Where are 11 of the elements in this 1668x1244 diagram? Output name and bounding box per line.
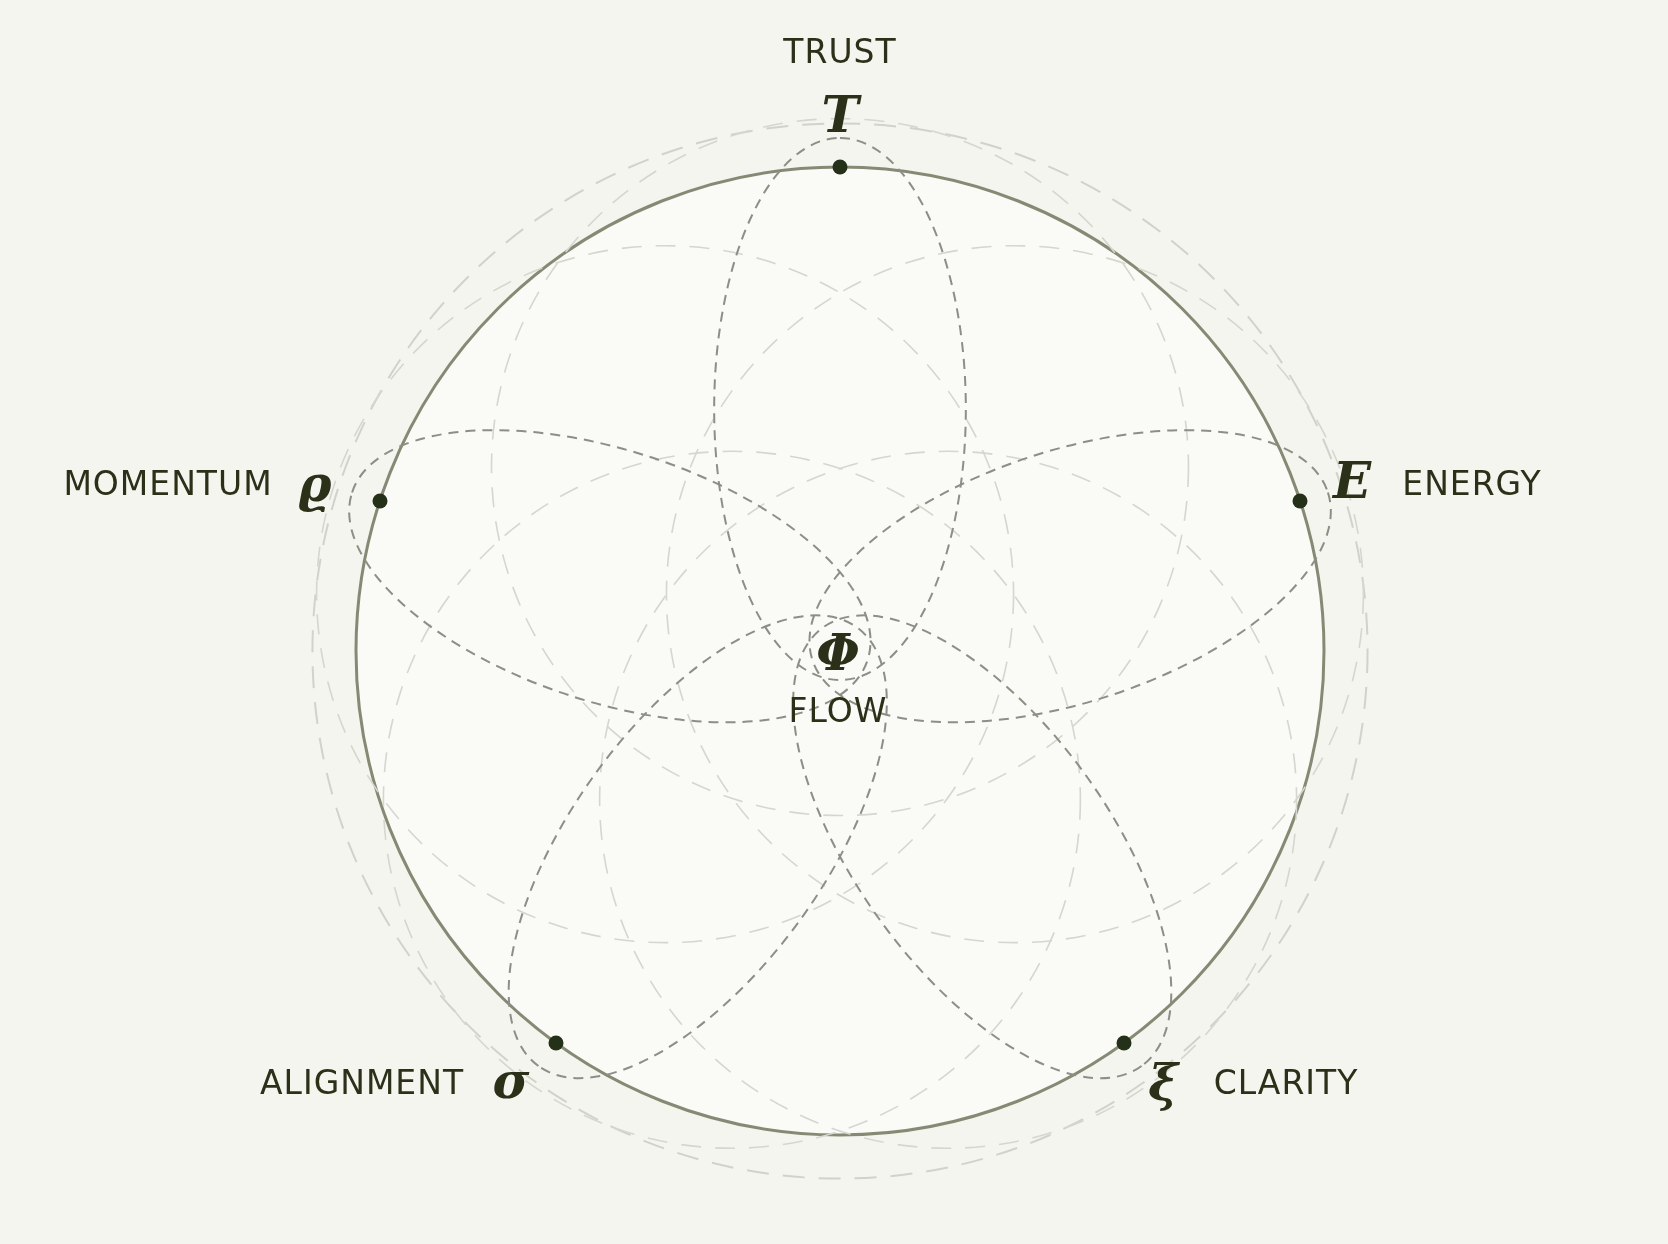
greek-symbol: ϱ	[298, 453, 332, 513]
term-label: FLOW	[788, 690, 888, 730]
greek-symbol: Φ	[816, 622, 860, 682]
term-label: CLARITY	[1213, 1062, 1359, 1102]
term-label: ALIGNMENT	[259, 1062, 465, 1102]
term-label: ENERGY	[1402, 463, 1542, 503]
term-label: MOMENTUM	[63, 463, 273, 503]
greek-symbol: ξ	[1148, 1052, 1178, 1112]
greek-symbol: E	[1332, 450, 1372, 510]
greek-symbol: σ	[492, 1050, 530, 1110]
term-label: TRUST	[783, 31, 897, 71]
